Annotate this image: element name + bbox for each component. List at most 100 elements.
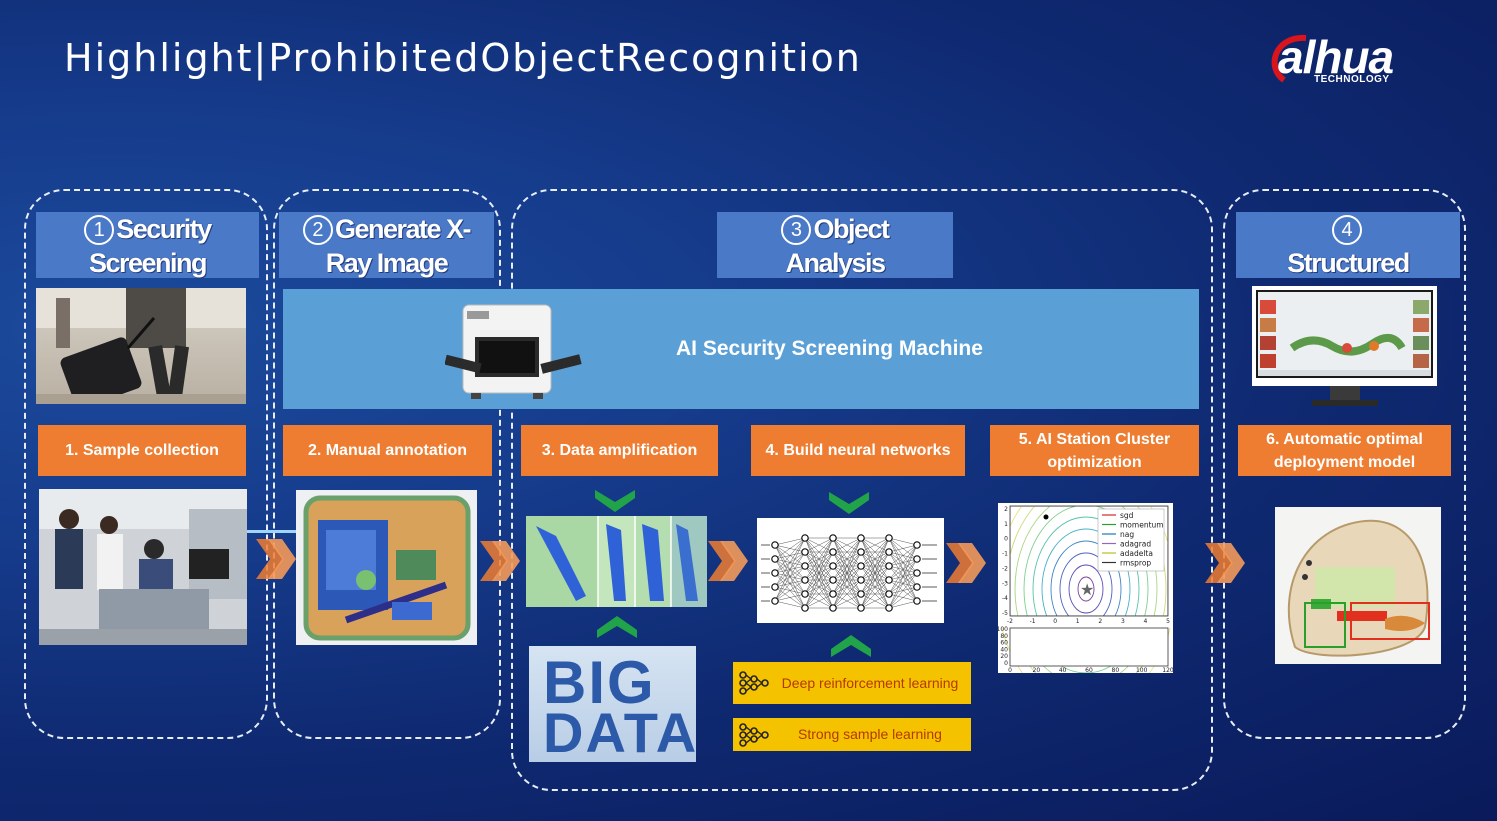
nn-edge: [888, 544, 918, 581]
neural-network-diagram: [761, 534, 937, 612]
nn-edge: [774, 593, 806, 602]
tick-label: 80: [1112, 667, 1120, 673]
legend-label: sgd: [1120, 511, 1134, 520]
monitor-icon: [1252, 286, 1437, 406]
nn-edge: [774, 565, 806, 602]
contour-line: [1077, 576, 1095, 602]
nn-node: [913, 569, 921, 577]
stage-title-line2: Analysis: [785, 248, 886, 278]
nn-edge: [860, 565, 890, 609]
nn-edge: [804, 537, 834, 581]
double-chevron-right-icon: [256, 539, 296, 579]
network-icon: [739, 722, 769, 747]
stage-title-line1: Object: [813, 214, 890, 244]
plot-mask: [998, 503, 1010, 628]
augmented-knives-icon: [526, 516, 707, 607]
tick-label: 2: [1004, 506, 1008, 513]
nn-node: [857, 548, 865, 556]
start-point: [1043, 514, 1049, 520]
nn-node: [829, 604, 837, 612]
traveler-suitcase-icon: [36, 288, 246, 404]
banner-label: AI Security Screening Machine: [676, 337, 983, 360]
nn-edge: [774, 551, 806, 602]
nn-edge: [888, 600, 918, 609]
nn-node: [885, 562, 893, 570]
legend-label: nag: [1120, 530, 1134, 539]
chevron-up-icon: [831, 635, 871, 657]
nn-edge: [774, 600, 806, 609]
chevron-up-icon: [597, 616, 637, 638]
group-security-screening: [24, 189, 268, 739]
tick-label: 100: [1136, 667, 1148, 673]
step-ai-station-cluster: 5. AI Station Cluster optimization: [990, 425, 1199, 476]
tick-label: 1: [1004, 521, 1008, 528]
stage-header-structured: 4 Structured: [1236, 212, 1460, 278]
nn-edge: [774, 537, 806, 574]
nn-edge: [832, 537, 862, 609]
tick-label: -1: [1030, 618, 1036, 625]
stage-number: 2: [302, 215, 333, 245]
xray-detection-icon: [1287, 519, 1430, 657]
xray-bag-icon: [303, 495, 471, 641]
nn-edge: [804, 579, 834, 609]
tick-label: 40: [1000, 646, 1008, 653]
logo-subtitle: TECHNOLOGY: [1314, 74, 1390, 85]
nn-edge: [888, 544, 918, 609]
nn-edge: [774, 537, 806, 602]
nn-node: [885, 604, 893, 612]
group-structured: [1223, 189, 1466, 739]
logo-swoosh-icon: [1271, 34, 1307, 83]
connector-line: [247, 530, 297, 533]
step-manual-annotation: 2. Manual annotation: [283, 425, 492, 476]
nn-node: [771, 597, 779, 605]
nn-node: [829, 576, 837, 584]
nn-edge: [888, 537, 918, 546]
nn-edge: [804, 537, 834, 553]
nn-node: [913, 541, 921, 549]
nn-edge: [832, 565, 862, 609]
nn-edge: [832, 537, 862, 595]
chevron-down-icon: [595, 490, 635, 512]
nn-node: [771, 569, 779, 577]
nn-edge: [804, 551, 834, 609]
nn-node: [885, 548, 893, 556]
tick-label: 3: [1121, 618, 1125, 625]
tick-label: 60: [1000, 640, 1008, 647]
stage-number: 3: [781, 215, 812, 245]
nn-edge: [774, 579, 806, 602]
legend-label: adagrad: [1120, 540, 1151, 549]
nn-edge: [860, 537, 890, 567]
checkpoint-scene-icon: [39, 489, 247, 645]
nn-node: [885, 576, 893, 584]
nn-edge: [804, 537, 834, 609]
nn-node: [857, 590, 865, 598]
group-object-analysis: [511, 189, 1213, 791]
group-generate-xray: [273, 189, 501, 739]
nn-node: [885, 590, 893, 598]
nn-edge: [774, 537, 806, 588]
step-automatic-deployment: 6. Automatic optimal deployment model: [1238, 425, 1451, 476]
nn-edge: [860, 537, 890, 595]
nn-edge: [860, 593, 890, 609]
nn-edge: [888, 586, 918, 609]
nn-edge: [804, 537, 834, 567]
tag-strong-sample-learning: Strong sample learning: [733, 718, 971, 751]
plot-mask: [998, 503, 1173, 506]
ai-screening-machine-banner: AI Security Screening Machine: [283, 289, 1199, 409]
checkpoint-photo: [39, 489, 247, 645]
tick-label: 80: [1000, 633, 1008, 640]
nn-node: [913, 555, 921, 563]
nn-edge: [888, 544, 918, 567]
plot-mask: [1168, 503, 1173, 628]
step-sample-collection: 1. Sample collection: [38, 425, 246, 476]
stage-number: 1: [84, 215, 115, 245]
tick-label: 0: [1008, 667, 1012, 673]
tick-label: 60: [1085, 667, 1093, 673]
tick-label: 40: [1059, 667, 1067, 673]
tick-label: 4: [1144, 618, 1148, 625]
stage-number: 4: [1332, 215, 1362, 245]
